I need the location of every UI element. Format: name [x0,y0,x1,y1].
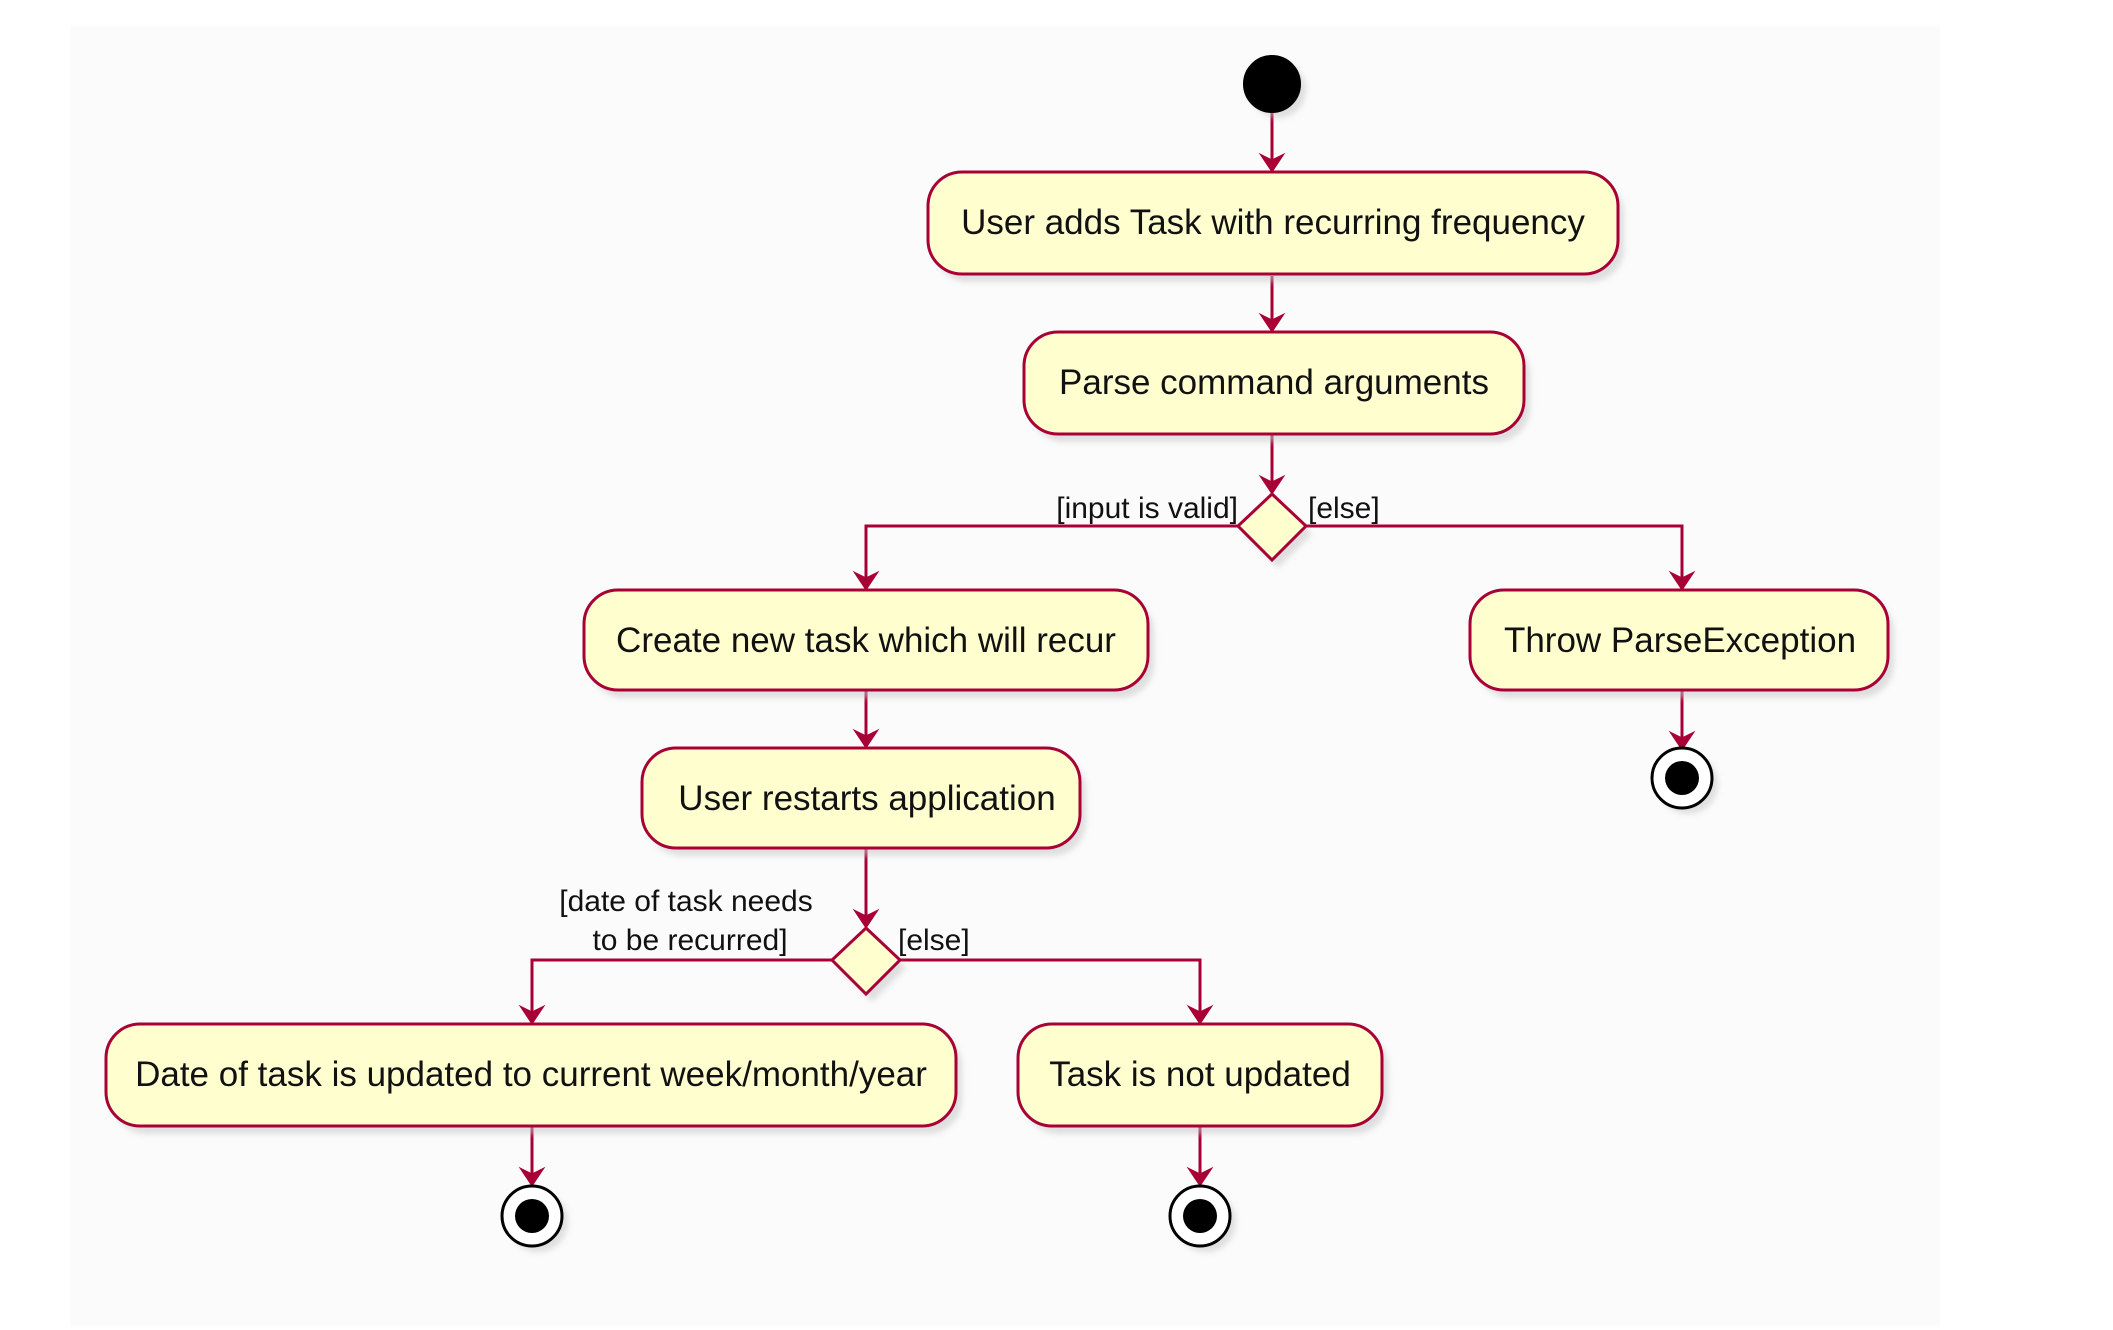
activity-parse-arguments: Parse command arguments [1022,330,1530,442]
guard-recur-line-2: to be recurred] [592,924,787,957]
activity-add-task: User adds Task with recurring frequency [926,170,1624,282]
guard-else-2: [else] [898,924,970,957]
arrowhead [1258,152,1286,173]
activity-restart-application-label: User restarts application [678,779,1055,818]
activity-update-date-label: Date of task is updated to current week/… [135,1055,927,1094]
arrowhead [1668,730,1696,751]
arrowhead [1258,474,1286,495]
arrowhead [518,1004,546,1025]
arrowhead [1258,312,1286,333]
arrowhead [1186,1004,1214,1025]
edge-decision-2-to-update [530,958,832,1018]
activity-update-date: Date of task is updated to current week/… [104,1022,962,1134]
decision-date-needs-recur [829,925,906,1002]
arrowhead [852,728,880,749]
activity-throw-parse-exception: Throw ParseException [1468,588,1894,698]
activity-parse-arguments-label: Parse command arguments [1059,363,1489,402]
activity-restart-application: User restarts application [640,746,1086,856]
activity-create-task-label: Create new task which will recur [616,621,1116,660]
end-node-updated [500,1184,568,1252]
activity-throw-parse-exception-label: Throw ParseException [1504,621,1856,660]
start-node [1243,55,1306,118]
activity-add-task-label: User adds Task with recurring frequency [961,203,1585,242]
end-node-exception [1650,746,1718,814]
arrowhead [1668,570,1696,591]
activity-task-not-updated-label: Task is not updated [1049,1055,1351,1094]
arrowhead [852,570,880,591]
activity-create-task: Create new task which will recur [582,588,1154,698]
edge-decision-1-to-create [864,524,1238,584]
activity-task-not-updated: Task is not updated [1016,1022,1388,1134]
edge-decision-2-to-not-updated [900,958,1202,1018]
guard-input-valid: [input is valid] [1056,492,1238,525]
arrowhead [518,1166,546,1187]
guard-else-1: [else] [1308,492,1380,525]
edge-decision-1-to-throw [1306,524,1684,584]
end-node-not-updated [1168,1184,1236,1252]
arrowhead [852,908,880,929]
guard-recur-line-1: [date of task needs [559,885,813,918]
decision-input-valid [1235,491,1312,568]
arrowhead [1186,1166,1214,1187]
flow-edges [518,112,1696,1187]
